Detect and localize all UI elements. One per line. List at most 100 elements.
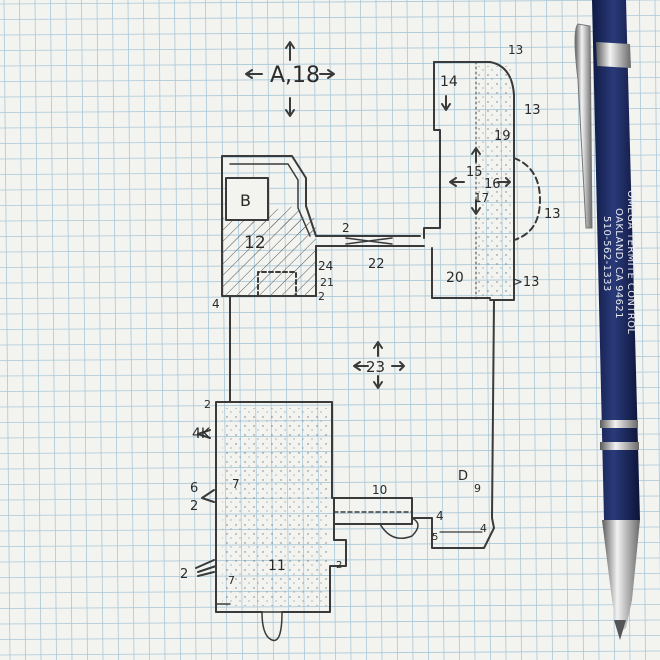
room-23-right-wall: [491, 299, 495, 519]
label-10: 10: [372, 483, 387, 497]
grid-line-v: [561, 0, 569, 660]
grid-line-h: [0, 542, 660, 547]
grid-line-v: [174, 0, 181, 660]
label-13a: 13: [508, 43, 523, 57]
label-5: 5: [432, 532, 438, 543]
room-9-outline: [411, 517, 495, 549]
label-17: 17: [474, 191, 489, 205]
room-B-box: [225, 177, 269, 221]
grid-line-v: [3, 0, 11, 660]
grid-line-v: [112, 0, 119, 660]
grid-line-v: [453, 0, 460, 660]
grid-line-v: [406, 0, 414, 660]
label-19: 19: [494, 129, 511, 144]
label-a18: A,18: [270, 63, 320, 88]
grid-line-v: [329, 0, 336, 660]
label-2a: 2: [342, 221, 350, 235]
label-7b: 7: [228, 574, 235, 587]
grid-line-v: [375, 0, 383, 660]
grid-line-v: [205, 0, 212, 660]
grid-line-v: [468, 0, 476, 660]
label-15: 15: [466, 165, 483, 180]
grid-line-v: [639, 0, 646, 660]
pen-ring-mid: [600, 420, 638, 428]
label-13b: 13: [524, 103, 541, 118]
pen-nib: [614, 620, 626, 640]
label-2c: 2: [204, 398, 211, 411]
arrow-6: [201, 489, 215, 503]
grid-line-h: [0, 263, 660, 268]
pen-clip: [574, 23, 593, 229]
grid-line-v: [127, 0, 135, 660]
grid-line-v: [515, 0, 522, 660]
arrow-23-up: [373, 341, 383, 357]
label-13d: >13: [512, 275, 539, 290]
grid-line-v: [96, 0, 104, 660]
grid-line-h: [0, 170, 660, 175]
label-D: D: [458, 469, 468, 484]
arrow-a18-right: [319, 69, 335, 79]
arrow-a18-down: [285, 97, 295, 117]
label-20: 20: [446, 270, 464, 286]
pen-ring-mid2: [600, 442, 639, 450]
grid-line-h: [0, 526, 660, 532]
grid-line-v: [391, 0, 398, 660]
grid-line-v: [592, 0, 600, 660]
arrow-23-right: [391, 361, 405, 371]
arrow-15-left: [449, 177, 465, 187]
label-2d: 2: [190, 499, 198, 514]
steps-arc: [379, 517, 419, 539]
label-2f: 2: [336, 560, 342, 571]
arrow-16-right: [497, 177, 511, 187]
grid-line-v: [344, 0, 352, 660]
label-4a: 4: [212, 297, 220, 311]
grid-line-h: [0, 309, 660, 315]
room-20-outline: [431, 247, 491, 299]
grid-line-v: [546, 0, 553, 660]
grid-line-h: [0, 216, 660, 222]
grid-line-v: [143, 0, 150, 660]
label-11: 11: [268, 558, 286, 574]
grid-line-v: [654, 0, 660, 595]
grid-line-v: [19, 0, 26, 660]
room-11-window: [215, 603, 331, 613]
grid-line-h: [0, 495, 660, 501]
label-4c: 4: [480, 522, 487, 535]
label-2b: 2: [318, 290, 325, 303]
label-9: 9: [474, 482, 481, 495]
arrow-23-down: [373, 375, 383, 389]
grid-line-v: [65, 0, 73, 660]
grid-line-h: [0, 325, 660, 330]
bay-window-13: [513, 157, 541, 241]
grid-line-v: [437, 0, 445, 660]
grid-line-h: [0, 433, 660, 439]
hallway-10-outline: [333, 497, 413, 525]
room-11-steps: [261, 611, 283, 642]
label-16: 16: [484, 177, 501, 192]
pen-imprint-line2: OAKLAND, CA 94621: [613, 208, 624, 319]
grid-line-h: [0, 0, 660, 5]
grid-line-h: [0, 232, 660, 237]
grid-line-v: [189, 0, 197, 660]
label-24: 24: [318, 259, 333, 273]
pen-body: [592, 0, 640, 520]
grid-line-v: [34, 0, 42, 660]
arrow-14-down: [441, 95, 451, 111]
arrow-a18-left: [245, 69, 263, 79]
label-23: 23: [366, 358, 385, 376]
pen-imprint-line1: OMEGA TERMITE CONTROL: [625, 190, 636, 334]
grid-line-h: [0, 511, 660, 516]
grid-line-h: [0, 480, 660, 485]
grid-line-v: [158, 0, 166, 660]
grid-line-h: [0, 294, 660, 299]
arrow-a18-up: [285, 41, 295, 61]
pen-ring-top: [596, 42, 631, 68]
grid-line-v: [81, 0, 88, 660]
grid-line-v: [422, 0, 429, 660]
room-14-inner-wall: [423, 61, 441, 239]
grid-line-h: [0, 123, 660, 129]
pen-tip: [602, 520, 640, 634]
grid-line-h: [0, 557, 660, 563]
